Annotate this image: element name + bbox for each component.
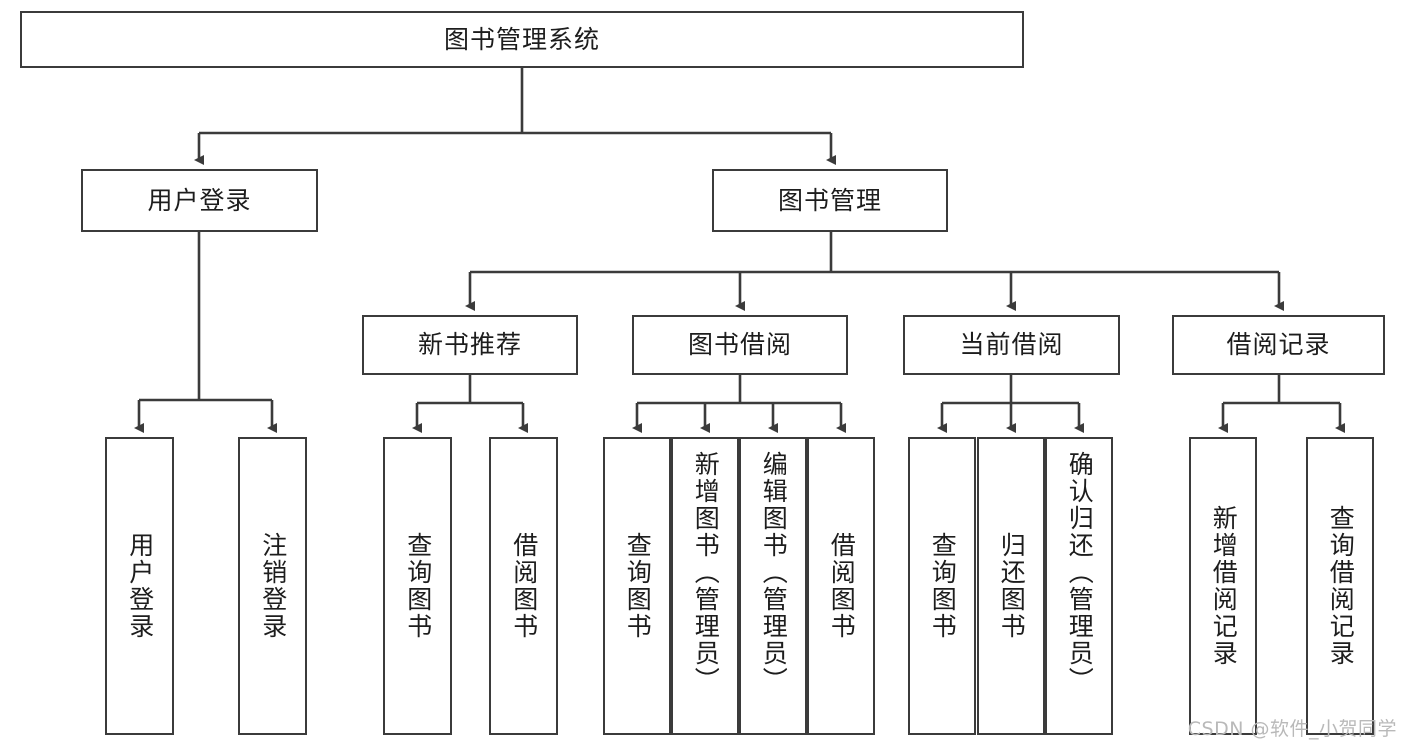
leaf-text-wrap: 借阅图书	[491, 439, 556, 733]
node-borrow-records[interactable]: 借阅记录	[1172, 315, 1385, 375]
node-label: 借阅记录	[1226, 330, 1331, 360]
node-label: 新增借阅记录	[1209, 505, 1239, 667]
node-label: 新增图书（管理员）	[691, 451, 721, 694]
leaf-user-login-login[interactable]: 用户登录	[105, 437, 174, 735]
node-label: 新书推荐	[417, 330, 522, 360]
leaf-text-wrap: 查询借阅记录	[1308, 439, 1372, 733]
node-label: 查询借阅记录	[1326, 505, 1356, 667]
node-new-book-recommend[interactable]: 新书推荐	[362, 315, 578, 375]
node-label: 归还图书	[997, 532, 1027, 640]
node-label: 用户登录	[125, 532, 155, 640]
node-label: 注销登录	[258, 532, 288, 640]
leaf-new-book-query-books[interactable]: 查询图书	[383, 437, 452, 735]
leaf-new-book-borrow-books[interactable]: 借阅图书	[489, 437, 558, 735]
leaf-text-wrap: 确认归还（管理员）	[1047, 439, 1111, 733]
node-root-book-management-system[interactable]: 图书管理系统	[20, 11, 1024, 68]
leaf-text-wrap: 查询图书	[910, 439, 974, 733]
leaf-text-wrap: 查询图书	[385, 439, 450, 733]
node-label: 确认归还（管理员）	[1065, 451, 1095, 694]
leaf-current-borrow-confirm-return-admin[interactable]: 确认归还（管理员）	[1045, 437, 1113, 735]
leaf-text-wrap: 编辑图书（管理员）	[741, 439, 805, 733]
leaf-borrow-records-query-record[interactable]: 查询借阅记录	[1306, 437, 1374, 735]
leaf-text-wrap: 借阅图书	[809, 439, 873, 733]
node-label: 借阅图书	[509, 532, 539, 640]
leaf-current-borrow-query-books[interactable]: 查询图书	[908, 437, 976, 735]
node-label: 图书管理系统	[443, 24, 600, 54]
node-user-login[interactable]: 用户登录	[81, 169, 318, 232]
node-label: 用户登录	[147, 185, 252, 215]
leaf-text-wrap: 注销登录	[240, 439, 305, 733]
leaf-text-wrap: 新增借阅记录	[1191, 439, 1255, 733]
leaf-text-wrap: 用户登录	[107, 439, 172, 733]
node-current-borrow[interactable]: 当前借阅	[903, 315, 1120, 375]
leaf-borrow-records-add-record[interactable]: 新增借阅记录	[1189, 437, 1257, 735]
node-book-management[interactable]: 图书管理	[712, 169, 948, 232]
node-label: 图书借阅	[687, 330, 792, 360]
node-label: 图书管理	[777, 185, 882, 215]
node-label: 查询图书	[403, 532, 433, 640]
node-label: 查询图书	[928, 532, 958, 640]
leaf-current-borrow-return-books[interactable]: 归还图书	[977, 437, 1045, 735]
node-label: 当前借阅	[959, 330, 1064, 360]
leaf-user-login-logout[interactable]: 注销登录	[238, 437, 307, 735]
leaf-text-wrap: 归还图书	[979, 439, 1043, 733]
csdn-watermark: CSDN @软件_小贺同学	[1187, 718, 1397, 740]
node-label: 编辑图书（管理员）	[759, 451, 789, 694]
leaf-text-wrap: 新增图书（管理员）	[673, 439, 737, 733]
node-label: 查询图书	[623, 532, 653, 640]
node-label: 借阅图书	[827, 532, 857, 640]
leaf-text-wrap: 查询图书	[605, 439, 669, 733]
leaf-book-borrow-borrow-books[interactable]: 借阅图书	[807, 437, 875, 735]
leaf-book-borrow-add-book-admin[interactable]: 新增图书（管理员）	[671, 437, 739, 735]
node-book-borrow[interactable]: 图书借阅	[632, 315, 848, 375]
leaf-book-borrow-edit-book-admin[interactable]: 编辑图书（管理员）	[739, 437, 807, 735]
leaf-book-borrow-query-books[interactable]: 查询图书	[603, 437, 671, 735]
